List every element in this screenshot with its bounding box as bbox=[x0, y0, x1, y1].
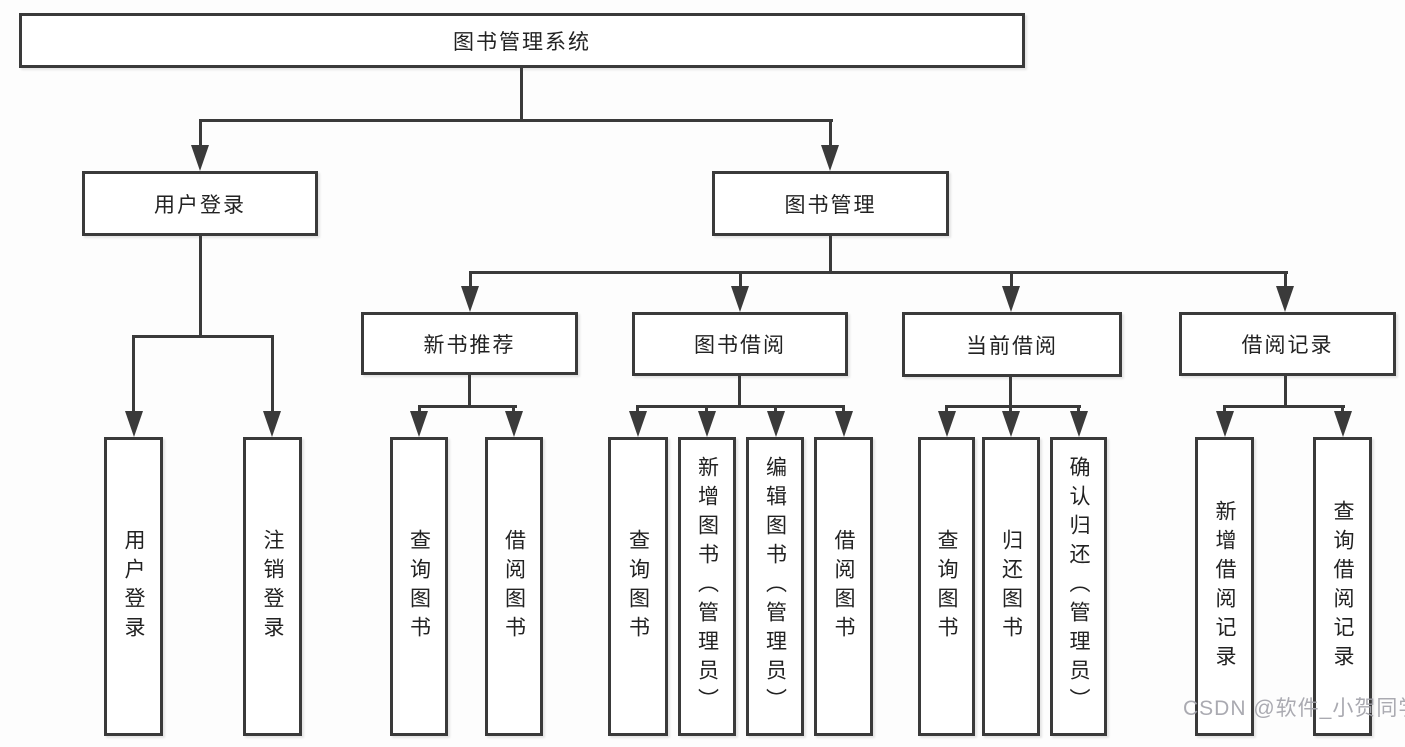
csdn-watermark: CSDN @软件_小贺同学 bbox=[1183, 697, 1405, 720]
arrow-down-icon bbox=[410, 411, 428, 437]
connector-line bbox=[1223, 405, 1226, 415]
connector-line bbox=[469, 271, 1288, 274]
leaf-label: 新增借阅记录 bbox=[1213, 499, 1236, 674]
leaf-label: 查询图书 bbox=[407, 528, 431, 645]
connector-line bbox=[636, 405, 845, 408]
node-label: 当前借阅 bbox=[966, 334, 1058, 358]
node-new-book-recommend: 新书推荐 bbox=[361, 312, 578, 375]
arrow-down-icon bbox=[1002, 286, 1020, 312]
node-label: 图书管理 bbox=[784, 193, 877, 217]
node-label: 图书借阅 bbox=[694, 334, 786, 357]
node-library-management-system: 图书管理系统 bbox=[19, 13, 1025, 68]
leaf-query-books-borrowing: 查询图书 bbox=[608, 437, 668, 736]
leaf-add-book-admin: 新增图书（管理员） bbox=[678, 437, 736, 736]
arrow-down-icon bbox=[1002, 411, 1020, 437]
connector-line bbox=[199, 236, 202, 338]
node-label: 新书推荐 bbox=[423, 333, 516, 357]
leaf-label: 查询图书 bbox=[935, 528, 958, 645]
connector-line bbox=[1077, 405, 1080, 415]
connector-line bbox=[468, 375, 471, 408]
connector-line bbox=[705, 405, 708, 415]
leaf-borrow-books: 借阅图书 bbox=[814, 437, 873, 736]
arrow-down-icon bbox=[1276, 286, 1294, 312]
connector-line bbox=[829, 119, 832, 147]
leaf-label: 编辑图书（管理员） bbox=[763, 456, 787, 717]
node-book-borrowing: 图书借阅 bbox=[632, 312, 848, 376]
leaf-edit-book-admin: 编辑图书（管理员） bbox=[746, 437, 804, 736]
arrow-down-icon bbox=[938, 411, 956, 437]
connector-line bbox=[271, 335, 274, 413]
connector-line bbox=[829, 236, 832, 274]
leaf-user-login: 用户登录 bbox=[104, 437, 163, 736]
leaf-label: 新增图书（管理员） bbox=[695, 456, 719, 717]
connector-line bbox=[1009, 377, 1012, 408]
connector-line bbox=[774, 405, 777, 415]
connector-line bbox=[199, 119, 833, 122]
leaf-confirm-return-admin: 确认归还（管理员） bbox=[1050, 437, 1107, 736]
connector-line bbox=[945, 405, 948, 415]
arrow-down-icon bbox=[505, 411, 523, 437]
node-current-borrowing: 当前借阅 bbox=[902, 312, 1122, 377]
leaf-label: 注销登录 bbox=[261, 528, 284, 645]
connector-line bbox=[945, 405, 1081, 408]
connector-line bbox=[418, 405, 421, 415]
leaf-label: 借阅图书 bbox=[502, 528, 526, 645]
leaf-label: 查询借阅记录 bbox=[1331, 499, 1354, 674]
arrow-down-icon bbox=[1334, 411, 1352, 437]
leaf-query-books-recommend: 查询图书 bbox=[390, 437, 448, 736]
leaf-label: 查询图书 bbox=[626, 528, 650, 645]
connector-line bbox=[738, 376, 741, 408]
arrow-down-icon bbox=[767, 411, 785, 437]
leaf-logout: 注销登录 bbox=[243, 437, 302, 736]
arrow-down-icon bbox=[191, 145, 209, 171]
connector-line bbox=[1223, 405, 1345, 408]
node-borrowing-records: 借阅记录 bbox=[1179, 312, 1396, 376]
arrow-down-icon bbox=[629, 411, 647, 437]
leaf-return-book: 归还图书 bbox=[982, 437, 1040, 736]
arrow-down-icon bbox=[731, 286, 749, 312]
arrow-down-icon bbox=[461, 286, 479, 312]
node-book-management: 图书管理 bbox=[712, 171, 949, 236]
leaf-borrow-books-recommend: 借阅图书 bbox=[485, 437, 543, 736]
arrow-down-icon bbox=[263, 411, 281, 437]
connector-line bbox=[132, 335, 274, 338]
connector-line bbox=[469, 271, 472, 289]
connector-line bbox=[1010, 271, 1013, 289]
connector-line bbox=[520, 68, 523, 121]
connector-line bbox=[132, 335, 135, 413]
leaf-label: 用户登录 bbox=[122, 528, 145, 645]
leaf-query-borrow-record: 查询借阅记录 bbox=[1313, 437, 1372, 736]
node-label: 用户登录 bbox=[154, 193, 246, 217]
connector-line bbox=[418, 405, 517, 408]
connector-line bbox=[842, 405, 845, 415]
node-label: 图书管理系统 bbox=[453, 30, 591, 54]
node-user-login: 用户登录 bbox=[82, 171, 318, 236]
connector-line bbox=[199, 119, 202, 147]
arrow-down-icon bbox=[698, 411, 716, 437]
arrow-down-icon bbox=[1216, 411, 1234, 437]
connector-line bbox=[739, 271, 742, 289]
arrow-down-icon bbox=[125, 411, 143, 437]
leaf-label: 确认归还（管理员） bbox=[1067, 456, 1090, 717]
node-label: 借阅记录 bbox=[1241, 334, 1334, 357]
arrow-down-icon bbox=[835, 411, 853, 437]
connector-line bbox=[512, 405, 515, 415]
arrow-down-icon bbox=[1070, 411, 1088, 437]
connector-line bbox=[1284, 376, 1287, 408]
arrow-down-icon bbox=[821, 145, 839, 171]
leaf-label: 借阅图书 bbox=[832, 528, 855, 645]
connector-line bbox=[1284, 271, 1287, 289]
connector-line bbox=[636, 405, 639, 415]
connector-line bbox=[1341, 405, 1344, 415]
connector-line bbox=[1009, 405, 1012, 415]
leaf-query-books-current: 查询图书 bbox=[918, 437, 975, 736]
leaf-add-borrow-record: 新增借阅记录 bbox=[1195, 437, 1254, 736]
leaf-label: 归还图书 bbox=[999, 528, 1023, 645]
